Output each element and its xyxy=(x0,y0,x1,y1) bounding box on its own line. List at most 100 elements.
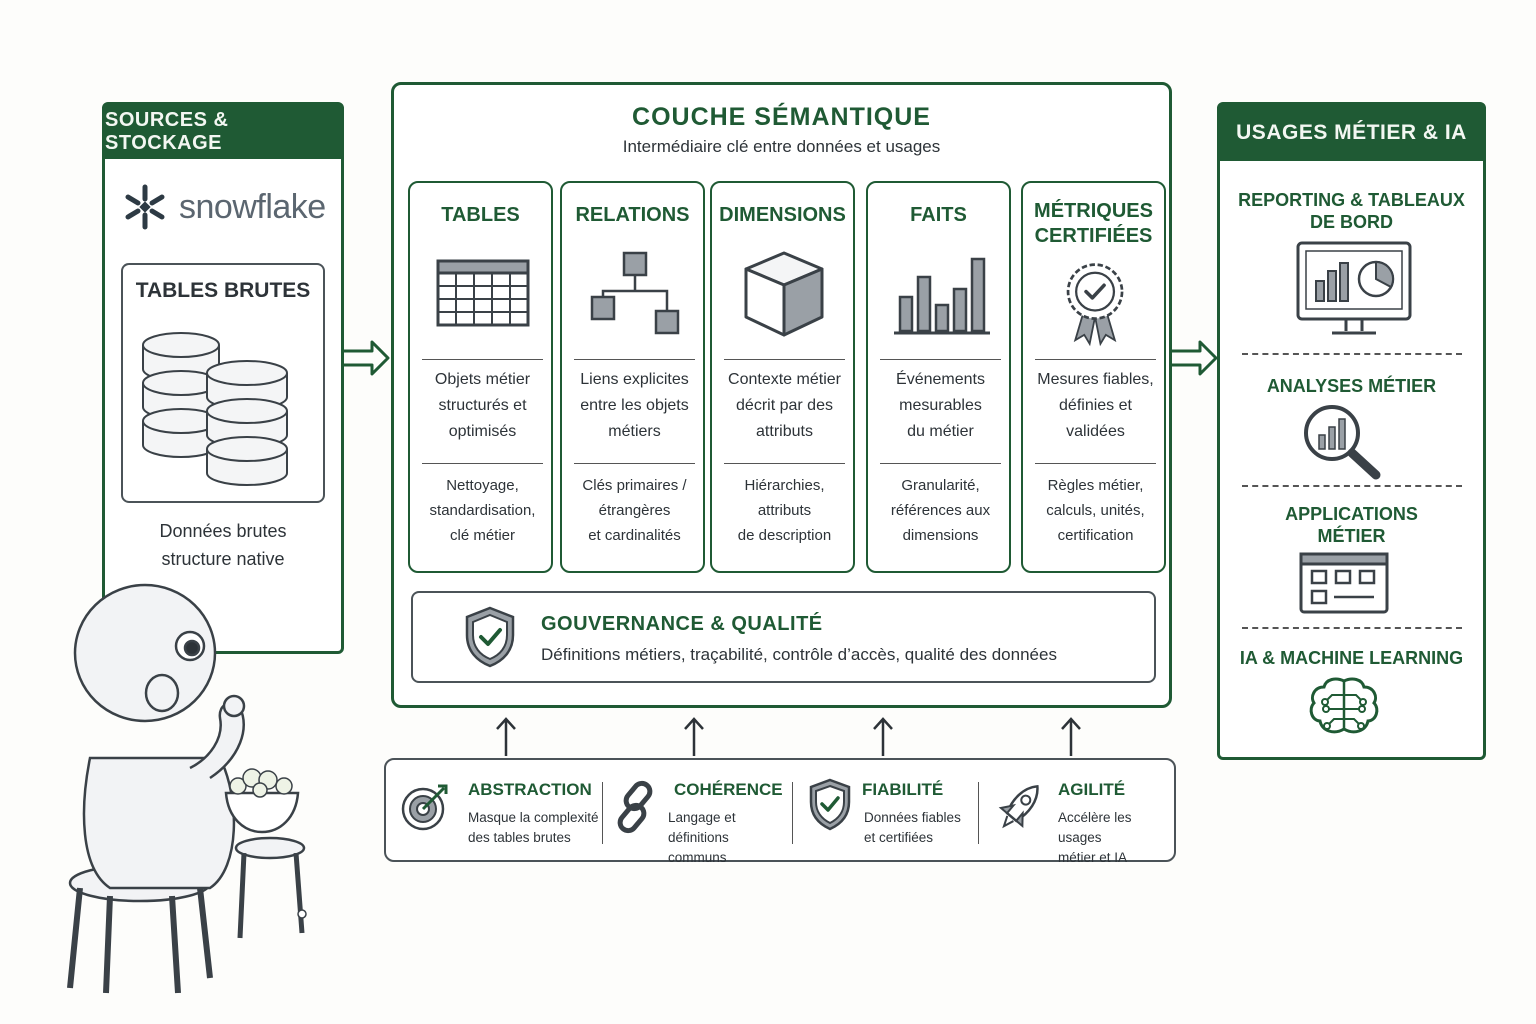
detail-line: standardisation, xyxy=(429,502,536,519)
column-description: Contexte métier décrit par des attributs xyxy=(716,367,853,445)
bar-chart-icon xyxy=(894,257,990,335)
desc-line: mesurables xyxy=(899,397,982,414)
raw-tables-box: TABLES BRUTES xyxy=(121,263,325,503)
column-description: Mesures fiables, définies et validées xyxy=(1027,367,1164,445)
detail-line: Nettoyage, xyxy=(446,477,519,494)
desc-line: structurés et xyxy=(438,397,527,414)
benefit-line: métier et IA xyxy=(1058,850,1128,865)
detail-line: Règles métier, xyxy=(1047,477,1144,494)
detail-line: de description xyxy=(737,527,832,544)
detail-line: calculs, unités, xyxy=(1046,502,1145,519)
column-description: Liens explicites entre les objets métier… xyxy=(566,367,703,445)
detail-line: et cardinalités xyxy=(588,527,681,544)
governance-description: Définitions métiers, traçabilité, contrô… xyxy=(541,645,1057,664)
benefit-abstraction: ABSTRACTION Masque la complexité des tab… xyxy=(386,760,600,860)
target-icon xyxy=(401,784,448,831)
benefit-line: et certifiées xyxy=(864,830,934,845)
benefit-line: Données fiables xyxy=(864,810,961,825)
detail-line: Hiérarchies, xyxy=(744,477,825,494)
usage-divider xyxy=(1242,485,1462,487)
column-divider xyxy=(724,463,845,464)
sources-panel: SOURCES & STOCKAGE snowflake TABLES BRUT… xyxy=(102,102,344,654)
brain-circuit-icon xyxy=(1309,677,1379,734)
rocket-icon xyxy=(998,784,1039,829)
desc-line: attributs xyxy=(756,423,813,440)
detail-line: références aux xyxy=(890,502,991,519)
sources-caption-line1: Données brutes xyxy=(159,521,287,541)
benefit-agility: AGILITÉ Accélère les usages métier et IA xyxy=(980,760,1176,865)
usage-title-line1: APPLICATIONS xyxy=(1285,504,1418,524)
usage-applications-title: APPLICATIONS MÉTIER xyxy=(1220,503,1483,547)
sources-header: SOURCES & STOCKAGE xyxy=(105,105,341,159)
benefit-divider xyxy=(602,782,603,844)
usage-divider xyxy=(1242,353,1462,355)
benefit-description: Données fiables et certifiées xyxy=(864,808,961,848)
column-divider xyxy=(422,359,543,360)
snowflake-icon xyxy=(125,184,165,230)
column-detail: Nettoyage, standardisation, clé métier xyxy=(414,473,551,548)
benefit-description: Masque la complexité des tables brutes xyxy=(468,808,599,848)
shield-check-icon xyxy=(809,778,851,831)
shield-check-icon xyxy=(465,606,515,668)
column-description: Objets métier structurés et optimisés xyxy=(414,367,551,445)
sources-caption: Données brutes structure native xyxy=(105,517,341,573)
benefit-title: COHÉRENCE xyxy=(674,780,783,799)
benefit-title: FIABILITÉ xyxy=(862,780,944,799)
usage-title-line2: DE BORD xyxy=(1309,212,1393,232)
usage-title-line1: REPORTING & TABLEAUX xyxy=(1238,190,1465,210)
database-stack-icon xyxy=(142,332,288,486)
usage-divider xyxy=(1242,627,1462,629)
benefit-line: Langage et définitions xyxy=(668,810,736,845)
desc-line: décrit par des xyxy=(736,397,833,414)
benefit-divider xyxy=(792,782,793,844)
semantic-layer-title: COUCHE SÉMANTIQUE xyxy=(632,103,931,131)
semantic-layer-panel: COUCHE SÉMANTIQUE Intermédiaire clé entr… xyxy=(391,82,1172,708)
table-grid-icon xyxy=(436,259,530,327)
desc-line: Événements xyxy=(896,371,985,388)
detail-line: certification xyxy=(1057,527,1134,544)
column-detail: Hiérarchies, attributs de description xyxy=(716,473,853,548)
desc-line: définies et xyxy=(1059,397,1132,414)
dashboard-monitor-icon xyxy=(1296,241,1412,335)
column-divider xyxy=(574,463,695,464)
arrow-up-icon xyxy=(1061,717,1081,756)
detail-line: attributs xyxy=(757,502,812,519)
column-detail: Règles métier, calculs, unités, certific… xyxy=(1027,473,1164,548)
mascot-eating-popcorn-illustration xyxy=(67,583,307,994)
benefit-title: ABSTRACTION xyxy=(468,780,592,799)
column-title: RELATIONS xyxy=(575,204,690,226)
column-title-line1: MÉTRIQUES xyxy=(1034,200,1153,222)
desc-line: entre les objets xyxy=(580,397,689,414)
column-divider xyxy=(574,359,695,360)
column-divider xyxy=(880,359,1001,360)
cube-icon xyxy=(744,251,824,337)
usage-title-line2: MÉTIER xyxy=(1317,526,1386,546)
benefits-bar: ABSTRACTION Masque la complexité des tab… xyxy=(384,758,1176,865)
raw-tables-title: TABLES BRUTES xyxy=(135,279,311,302)
column-divider xyxy=(724,359,845,360)
benefit-divider xyxy=(978,782,979,844)
desc-line: optimisés xyxy=(448,423,517,440)
column-title: DIMENSIONS xyxy=(719,204,846,226)
desc-line: métiers xyxy=(608,423,661,440)
chain-link-icon xyxy=(617,780,653,834)
arrow-right-icon xyxy=(344,340,390,376)
column-dimensions: DIMENSIONS Contexte métier décrit par de… xyxy=(710,181,855,573)
desc-line: validées xyxy=(1066,423,1125,440)
desc-line: du métier xyxy=(907,423,974,440)
benefit-line: des tables brutes xyxy=(468,830,571,845)
column-certified-metrics: MÉTRIQUES CERTIFIÉES Mesures fiables, dé… xyxy=(1021,181,1166,573)
certified-badge-icon xyxy=(1066,263,1124,347)
detail-line: dimensions xyxy=(902,527,979,544)
detail-line: Granularité, xyxy=(901,477,980,494)
snowflake-logo: snowflake xyxy=(121,183,326,231)
desc-line: Liens explicites xyxy=(580,371,689,388)
usage-ai-ml-title: IA & MACHINE LEARNING xyxy=(1239,648,1464,668)
column-divider xyxy=(880,463,1001,464)
benefit-title: AGILITÉ xyxy=(1058,780,1126,799)
column-divider xyxy=(1035,359,1156,360)
desc-line: Mesures fiables, xyxy=(1037,371,1154,388)
desc-line: Objets métier xyxy=(434,371,531,388)
column-description: Événements mesurables du métier xyxy=(872,367,1009,445)
arrow-up-icon xyxy=(496,717,516,756)
